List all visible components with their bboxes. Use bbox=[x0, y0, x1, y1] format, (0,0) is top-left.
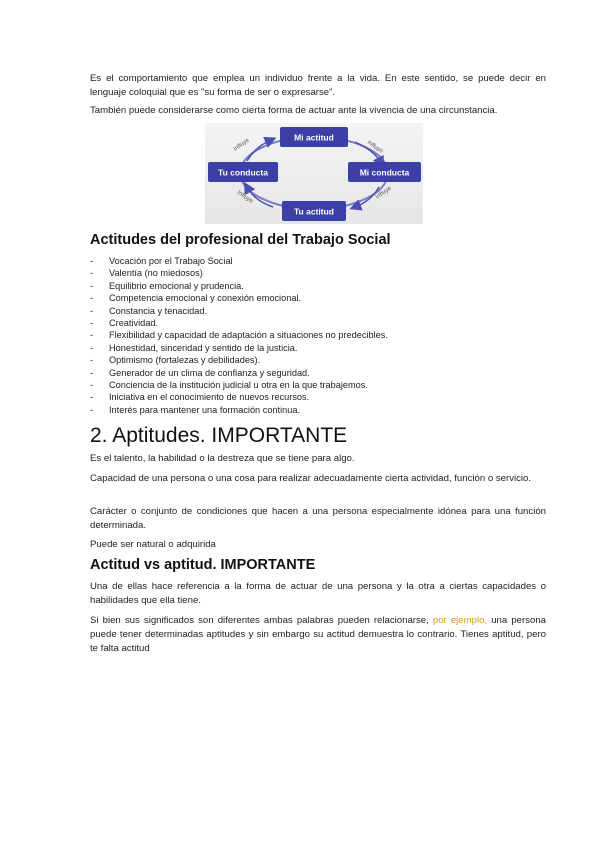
actitud-list-item: - Valentía (no miedosos) bbox=[90, 267, 388, 279]
actitud-list-item: - Competencia emocional y conexión emocio… bbox=[90, 292, 388, 304]
actitud-item-text: Valentía (no miedosos) bbox=[109, 268, 203, 279]
list-dash: - bbox=[90, 404, 94, 415]
actitud-item-text: Flexibilidad y capacidad de adaptación a… bbox=[109, 330, 388, 341]
vs-paragraph-2-start: Si bien sus significados son diferentes … bbox=[90, 615, 433, 626]
example-highlight: por ejemplo, bbox=[432, 615, 488, 626]
aptitudes-paragraph-2: Capacidad de una persona o una cosa para… bbox=[90, 473, 532, 484]
actitud-list-item: - Optimismo (fortalezas y debilidades). bbox=[90, 354, 388, 366]
actitud-list-item: - Conciencia de la institución judicial u… bbox=[90, 379, 388, 391]
actitud-list-item: - Creatividad. bbox=[90, 317, 388, 329]
actitud-item-text: Conciencia de la institución judicial u … bbox=[109, 380, 368, 391]
section-heading-aptitudes: 2. Aptitudes. IMPORTANTE bbox=[90, 424, 348, 447]
box-tu-conducta bbox=[208, 162, 278, 182]
box-mi-conducta bbox=[348, 162, 421, 182]
actitudes-list: - Vocación por el Trabajo Social - Valentía… bbox=[90, 255, 388, 416]
list-dash: - bbox=[90, 392, 94, 403]
list-dash: - bbox=[90, 342, 94, 353]
actitud-item-text: Creatividad. bbox=[109, 318, 159, 329]
label-mi-conducta: Mi conducta bbox=[360, 168, 410, 178]
section-heading-actitud-vs-aptitud: Actitud vs aptitud. IMPORTANTE bbox=[90, 557, 316, 573]
actitud-list-item: - Vocación por el Trabajo Social bbox=[90, 255, 388, 267]
actitud-list-item: - Flexibilidad y capacidad de adaptación … bbox=[90, 329, 388, 341]
actitud-item-text: Competencia emocional y conexión emocion… bbox=[109, 293, 302, 304]
aptitudes-paragraph-1: Es el talento, la habilidad o la destrez… bbox=[90, 453, 355, 464]
vs-paragraph-1: Una de ellas hace referencia a la forma … bbox=[90, 581, 546, 606]
list-dash: - bbox=[90, 256, 94, 266]
actitud-list-item: - Equilibrio emocional y prudencia. bbox=[90, 280, 388, 292]
list-dash: - bbox=[90, 293, 94, 304]
label-mi-actitud: Mi actitud bbox=[294, 133, 334, 143]
list-dash: - bbox=[90, 318, 94, 329]
vs-paragraph-2-end: una persona puede tener determinadas apt… bbox=[90, 615, 546, 654]
actitud-list-item: - Constancia y tenacidad. bbox=[90, 305, 388, 317]
actitud-item-text: Constancia y tenacidad. bbox=[109, 305, 208, 316]
arrow-top-left bbox=[246, 136, 277, 162]
actitud-item-text: Interés para mantener una formación cont… bbox=[109, 404, 301, 415]
actitud-item-text: Iniciativa en el conocimiento de nuevos … bbox=[109, 392, 310, 403]
arrow-top-right bbox=[354, 141, 384, 169]
list-dash: - bbox=[90, 305, 94, 316]
actitud-item-text: Vocación por el Trabajo Social bbox=[109, 256, 233, 266]
attitude-cycle-diagram: Influye Influye Influye Influye Mi actit… bbox=[205, 123, 423, 224]
list-dash: - bbox=[90, 268, 94, 279]
list-dash: - bbox=[90, 367, 94, 378]
vs-paragraph-2: Si bien sus significados son diferentes … bbox=[90, 614, 546, 656]
actitud-list-item: - Interés para mantener una formación con… bbox=[90, 404, 388, 416]
list-dash: - bbox=[90, 280, 94, 291]
list-dash: - bbox=[90, 380, 94, 391]
actitud-item-text: Honestidad, sinceridad y sentido de la j… bbox=[109, 342, 298, 353]
box-tu-actitud bbox=[282, 201, 346, 221]
aptitudes-paragraph-4: Puede ser natural o adquirida bbox=[90, 539, 216, 550]
actitud-list-item: - Honestidad, sinceridad y sentido de la … bbox=[90, 342, 388, 354]
intro-paragraph-1: Es el comportamiento que emplea un indiv… bbox=[90, 73, 546, 98]
actitud-item-text: Equilibrio emocional y prudencia. bbox=[109, 280, 244, 291]
intro-paragraph-2: También puede considerarse como cierta f… bbox=[90, 105, 498, 116]
actitud-item-text: Generador de un clima de confianza y seg… bbox=[109, 367, 310, 378]
section-heading-actitudes: Actitudes del profesional del Trabajo So… bbox=[90, 232, 391, 248]
arrow-bottom-right bbox=[349, 186, 380, 211]
label-tu-actitud: Tu actitud bbox=[294, 207, 334, 217]
actitud-list-item: - Iniciativa en el conocimiento de nuevos… bbox=[90, 391, 388, 403]
box-mi-actitud bbox=[280, 127, 348, 147]
list-dash: - bbox=[90, 330, 94, 341]
label-tu-conducta: Tu conducta bbox=[218, 168, 268, 178]
aptitudes-paragraph-3: Carácter o conjunto de condiciones que h… bbox=[90, 506, 546, 531]
list-dash: - bbox=[90, 355, 94, 366]
arrow-bottom-left bbox=[244, 181, 274, 208]
actitud-list-item: - Generador de un clima de confianza y se… bbox=[90, 367, 388, 379]
actitud-item-text: Optimismo (fortalezas y debilidades). bbox=[109, 355, 261, 366]
